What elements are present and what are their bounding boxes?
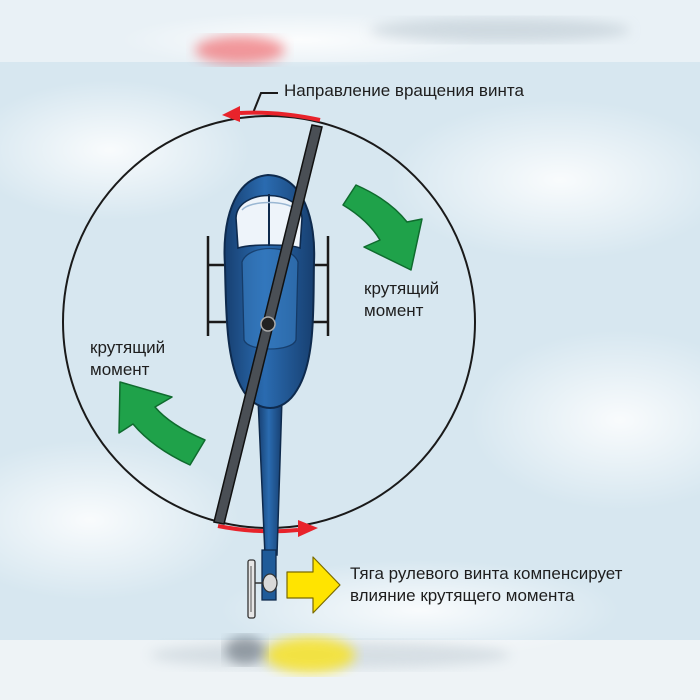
torque-label-left-line2: момент — [90, 360, 150, 379]
tail-rotor-note: Тяга рулевого винта компенсирует влияние… — [350, 563, 690, 607]
torque-label-right: крутящий момент — [364, 278, 474, 322]
torque-label-left: крутящий момент — [90, 337, 200, 381]
blurred-background-shapes — [195, 36, 355, 673]
rotation-label-leader — [252, 92, 278, 114]
rotation-direction-arrow — [222, 106, 321, 122]
torque-label-right-line1: крутящий — [364, 279, 440, 298]
torque-arrow — [342, 184, 423, 271]
rotation-direction-arrow — [217, 520, 318, 537]
landing-skid-left — [206, 236, 226, 336]
torque-arrow — [118, 381, 206, 466]
rotation-direction-label: Направление вращения винта — [284, 81, 524, 100]
tail-thrust-arrow — [286, 556, 341, 614]
tail-rotor-note-line2: влияние крутящего момента — [350, 586, 575, 605]
tail-rotor-note-line1: Тяга рулевого винта компенсирует — [350, 564, 623, 583]
torque-label-right-line2: момент — [364, 301, 424, 320]
torque-label-left-line1: крутящий — [90, 338, 166, 357]
helicopter-topview-icon — [206, 124, 330, 619]
